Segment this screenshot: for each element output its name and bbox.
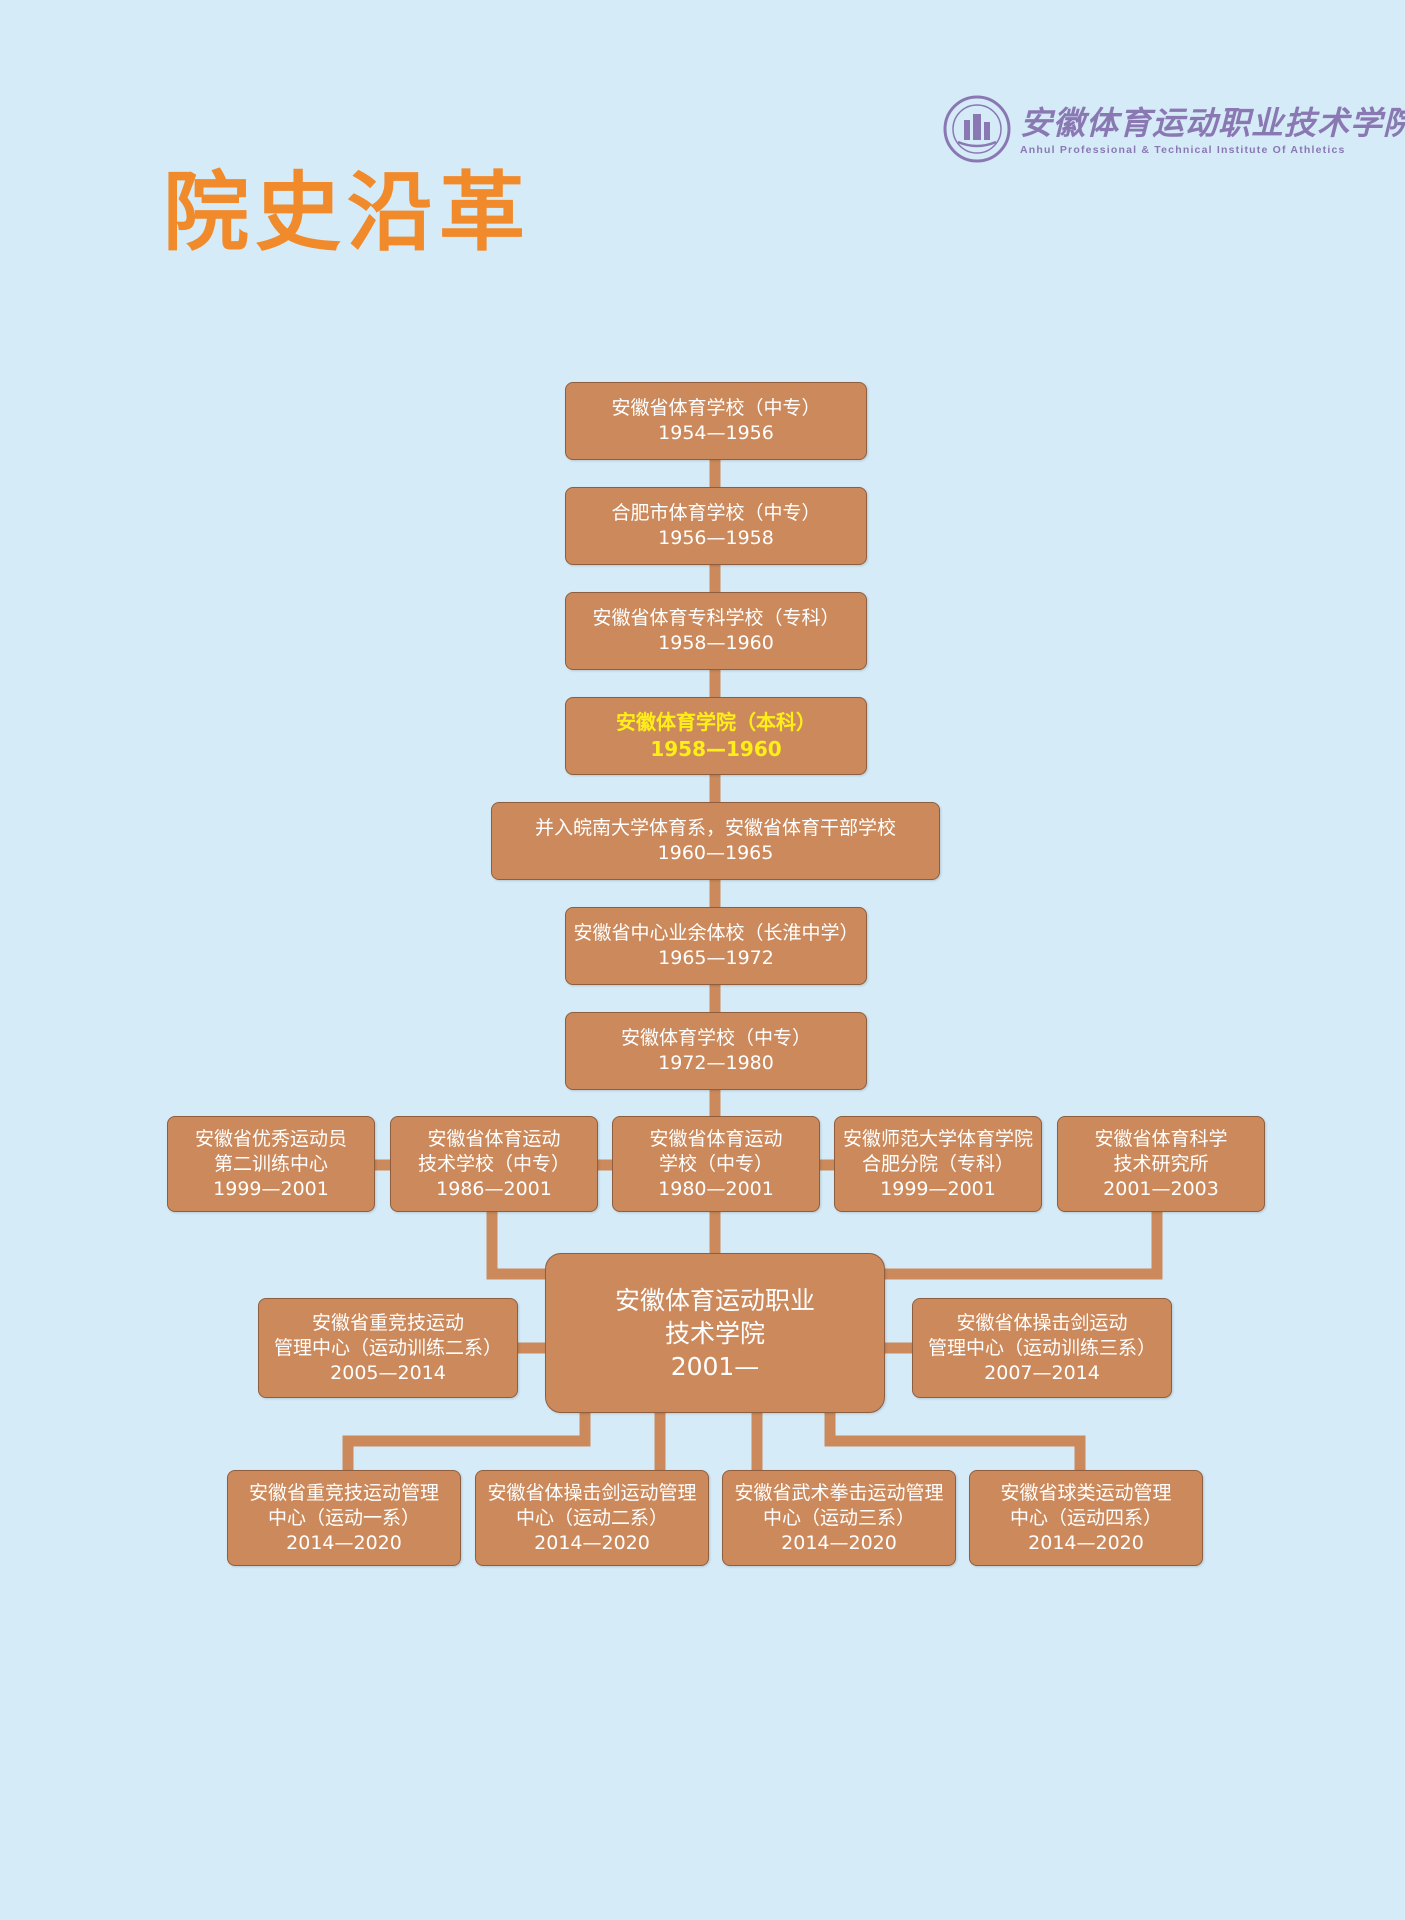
node-text-line: 安徽省中心业余体校（长淮中学） <box>573 922 859 944</box>
node-text-line: 1999—2001 <box>880 1177 996 1200</box>
node-text-line: 1958—1960 <box>658 632 774 654</box>
node-text-line: 2014—2020 <box>534 1531 650 1554</box>
node-anhui-sports-institute-undergraduate: 安徽体育学院（本科） 1958—1960 <box>565 697 867 775</box>
node-anhui-sports-school-1954: 安徽省体育学校（中专） 1954—1956 <box>565 382 867 460</box>
node-text-line: 安徽体育学院（本科） <box>616 710 816 734</box>
node-heavy-athletics-dept-one: 安徽省重竞技运动管理中心（运动一系）2014—2020 <box>227 1470 461 1566</box>
node-text-line: 安徽省体育学校（中专） <box>611 397 821 419</box>
node-text-line: 安徽省体育运动 <box>427 1127 561 1150</box>
node-text-line: 安徽省体操击剑运动管理 <box>487 1481 697 1504</box>
node-ball-games-dept-four: 安徽省球类运动管理中心（运动四系）2014—2020 <box>969 1470 1203 1566</box>
node-text-line: 合肥市体育学校（中专） <box>611 502 821 524</box>
node-text-line: 管理中心（运动训练二系） <box>273 1336 502 1359</box>
logo-english-name: Anhul Professional & Technical Institute… <box>1020 144 1346 156</box>
page-title: 院史沿革 <box>163 162 531 263</box>
node-text-line: 安徽省重竞技运动管理 <box>248 1481 439 1504</box>
node-text-line: 中心（运动一系） <box>267 1506 420 1529</box>
node-text-line: 1972—1980 <box>658 1052 774 1074</box>
node-text-line: 安徽省球类运动管理 <box>1000 1481 1172 1504</box>
node-text-line: 安徽省体操击剑运动 <box>956 1311 1128 1334</box>
node-merged-wannan-university-1960: 并入皖南大学体育系，安徽省体育干部学校 1960—1965 <box>491 802 940 880</box>
link-center-b4 <box>824 1412 1086 1470</box>
node-sports-college-1958: 安徽省体育专科学校（专科） 1958—1960 <box>565 592 867 670</box>
node-gymnastics-fencing-center-2007: 安徽省体操击剑运动管理中心（运动训练三系）2007—2014 <box>912 1298 1172 1398</box>
node-text-line: 2014—2020 <box>1028 1531 1144 1554</box>
link-r2-center <box>486 1212 545 1280</box>
node-text-line: 第二训练中心 <box>213 1152 328 1175</box>
node-text-line: 安徽省优秀运动员 <box>194 1127 347 1150</box>
node-text-line: 1965—1972 <box>658 947 774 969</box>
institute-logo: 安徽体育运动职业技术学院 Anhul Professional & Techni… <box>940 92 1405 167</box>
node-text-line: 1999—2001 <box>213 1177 329 1200</box>
node-text-line: 安徽体育运动职业 <box>614 1285 815 1315</box>
node-text-line: 安徽省重竞技运动 <box>311 1311 464 1334</box>
node-text-line: 1960—1965 <box>657 842 774 864</box>
node-text-line: 安徽省体育专科学校（专科） <box>592 607 840 629</box>
node-text-line: 1958—1960 <box>650 737 782 761</box>
node-text-line: 技术学院 <box>664 1318 765 1348</box>
link-r5-center <box>885 1212 1163 1280</box>
node-text-line: 1980—2001 <box>658 1177 774 1200</box>
node-text-line: 2001— <box>670 1351 760 1381</box>
node-text-line: 并入皖南大学体育系，安徽省体育干部学校 <box>534 817 896 839</box>
link-center-b1 <box>342 1412 591 1470</box>
node-text-line: 2014—2020 <box>286 1531 402 1554</box>
node-sports-technical-school: 安徽省体育运动技术学校（中专）1986—2001 <box>390 1116 598 1212</box>
node-text-line: 技术研究所 <box>1113 1152 1209 1175</box>
node-text-line: 学校（中专） <box>658 1152 773 1175</box>
node-sports-school-1980: 安徽省体育运动学校（中专）1980—2001 <box>612 1116 820 1212</box>
node-normal-university-hefei-branch: 安徽师范大学体育学院合肥分院（专科）1999—2001 <box>834 1116 1042 1212</box>
node-text-line: 安徽省体育科学 <box>1094 1127 1228 1150</box>
node-text-line: 1986—2001 <box>436 1177 552 1200</box>
node-text-line: 中心（运动二系） <box>515 1506 668 1529</box>
node-text-line: 技术学校（中专） <box>417 1152 570 1175</box>
node-text-line: 1956—1958 <box>658 527 774 549</box>
node-text-line: 安徽省武术拳击运动管理 <box>734 1481 944 1504</box>
node-central-amateur-school-1965: 安徽省中心业余体校（长淮中学） 1965—1972 <box>565 907 867 985</box>
node-text-line: 中心（运动四系） <box>1009 1506 1162 1529</box>
node-text-line: 2014—2020 <box>781 1531 897 1554</box>
node-text-line: 中心（运动三系） <box>762 1506 915 1529</box>
node-text-line: 1954—1956 <box>658 422 774 444</box>
node-text-line: 合肥分院（专科） <box>861 1152 1014 1175</box>
node-anhui-sports-school-1972: 安徽体育学校（中专） 1972—1980 <box>565 1012 867 1090</box>
node-heavy-athletics-center-2005: 安徽省重竞技运动管理中心（运动训练二系）2005—2014 <box>258 1298 518 1398</box>
emblem-icon <box>943 95 1011 163</box>
node-gymnastics-fencing-dept-two: 安徽省体操击剑运动管理中心（运动二系）2014—2020 <box>475 1470 709 1566</box>
node-hefei-sports-school-1956: 合肥市体育学校（中专） 1956—1958 <box>565 487 867 565</box>
node-text-line: 安徽体育学校（中专） <box>620 1027 811 1049</box>
node-martial-arts-boxing-dept-three: 安徽省武术拳击运动管理中心（运动三系）2014—2020 <box>722 1470 956 1566</box>
node-text-line: 安徽师范大学体育学院 <box>842 1127 1033 1150</box>
node-text-line: 2007—2014 <box>984 1361 1100 1384</box>
node-text-line: 2001—2003 <box>1103 1177 1219 1200</box>
logo-name: 安徽体育运动职业技术学院 <box>1020 104 1405 142</box>
node-text-line: 安徽省体育运动 <box>649 1127 783 1150</box>
node-text-line: 2005—2014 <box>330 1361 446 1384</box>
node-text-line: 管理中心（运动训练三系） <box>927 1336 1156 1359</box>
